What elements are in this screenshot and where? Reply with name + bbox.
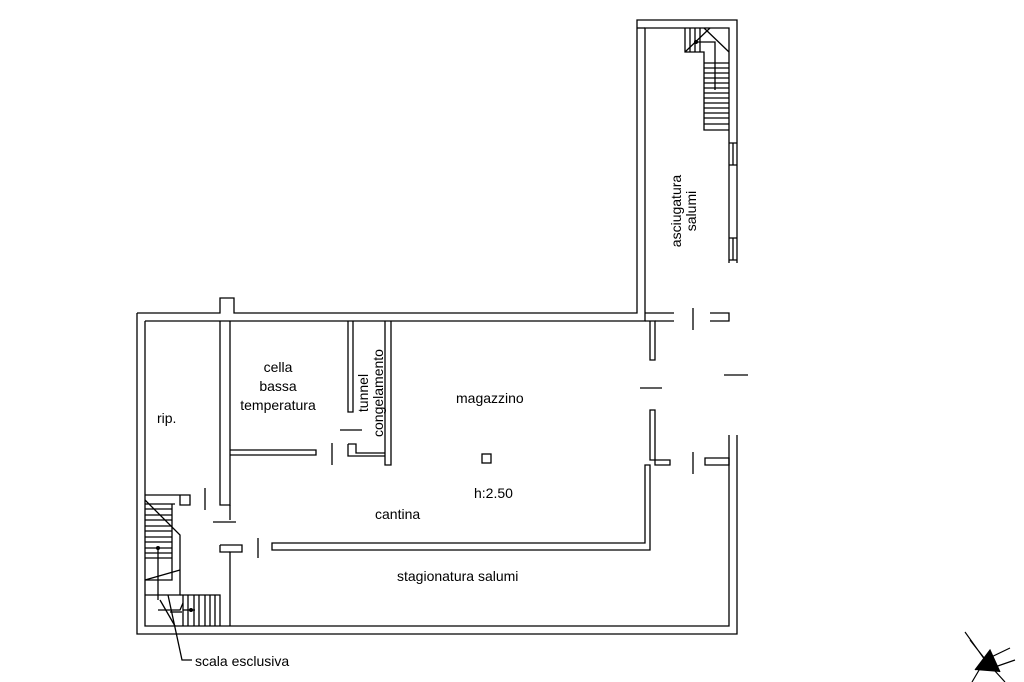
north-arrow-icon [964,631,1016,682]
pillar [481,453,492,464]
wall-magazzino [640,308,730,474]
room-label-asciugatura-line1: asciugatura [668,174,684,248]
room-label-tunnel-line2: congelamento [370,349,386,437]
room-label-tunnel: tunnel congelamento [355,343,386,443]
room-height-label: h:2.50 [474,485,513,501]
wall-cella [230,443,333,465]
wall-tunnel [340,321,392,466]
room-label-rip: rip. [157,410,177,426]
stair-dot-icon [189,608,193,612]
wall-rip [145,321,231,506]
room-label-cella-line2: bassa [259,378,297,394]
stairs-right [684,27,730,131]
stair-dot-icon [694,40,698,44]
annotation-scala-esclusiva: scala esclusiva [195,653,290,669]
stairs-left [144,499,221,627]
room-label-tunnel-line1: tunnel [355,373,371,413]
outer-wall [136,19,738,635]
room-label-magazzino: magazzino [456,390,524,406]
leader-line [167,594,192,661]
room-label-stagionatura: stagionatura salumi [397,568,519,584]
room-label-cantina: cantina [375,506,421,522]
room-label-asciugatura-line2: salumi [683,190,699,232]
stair-dot-icon [156,546,160,550]
room-label-cella: cella bassa temperatura [236,358,320,415]
room-label-asciugatura: asciugatura salumi [668,170,699,252]
wall-corridor [204,464,651,626]
room-label-cella-line1: cella [263,359,293,375]
room-label-cella-line3: temperatura [240,397,316,413]
window [724,142,748,376]
